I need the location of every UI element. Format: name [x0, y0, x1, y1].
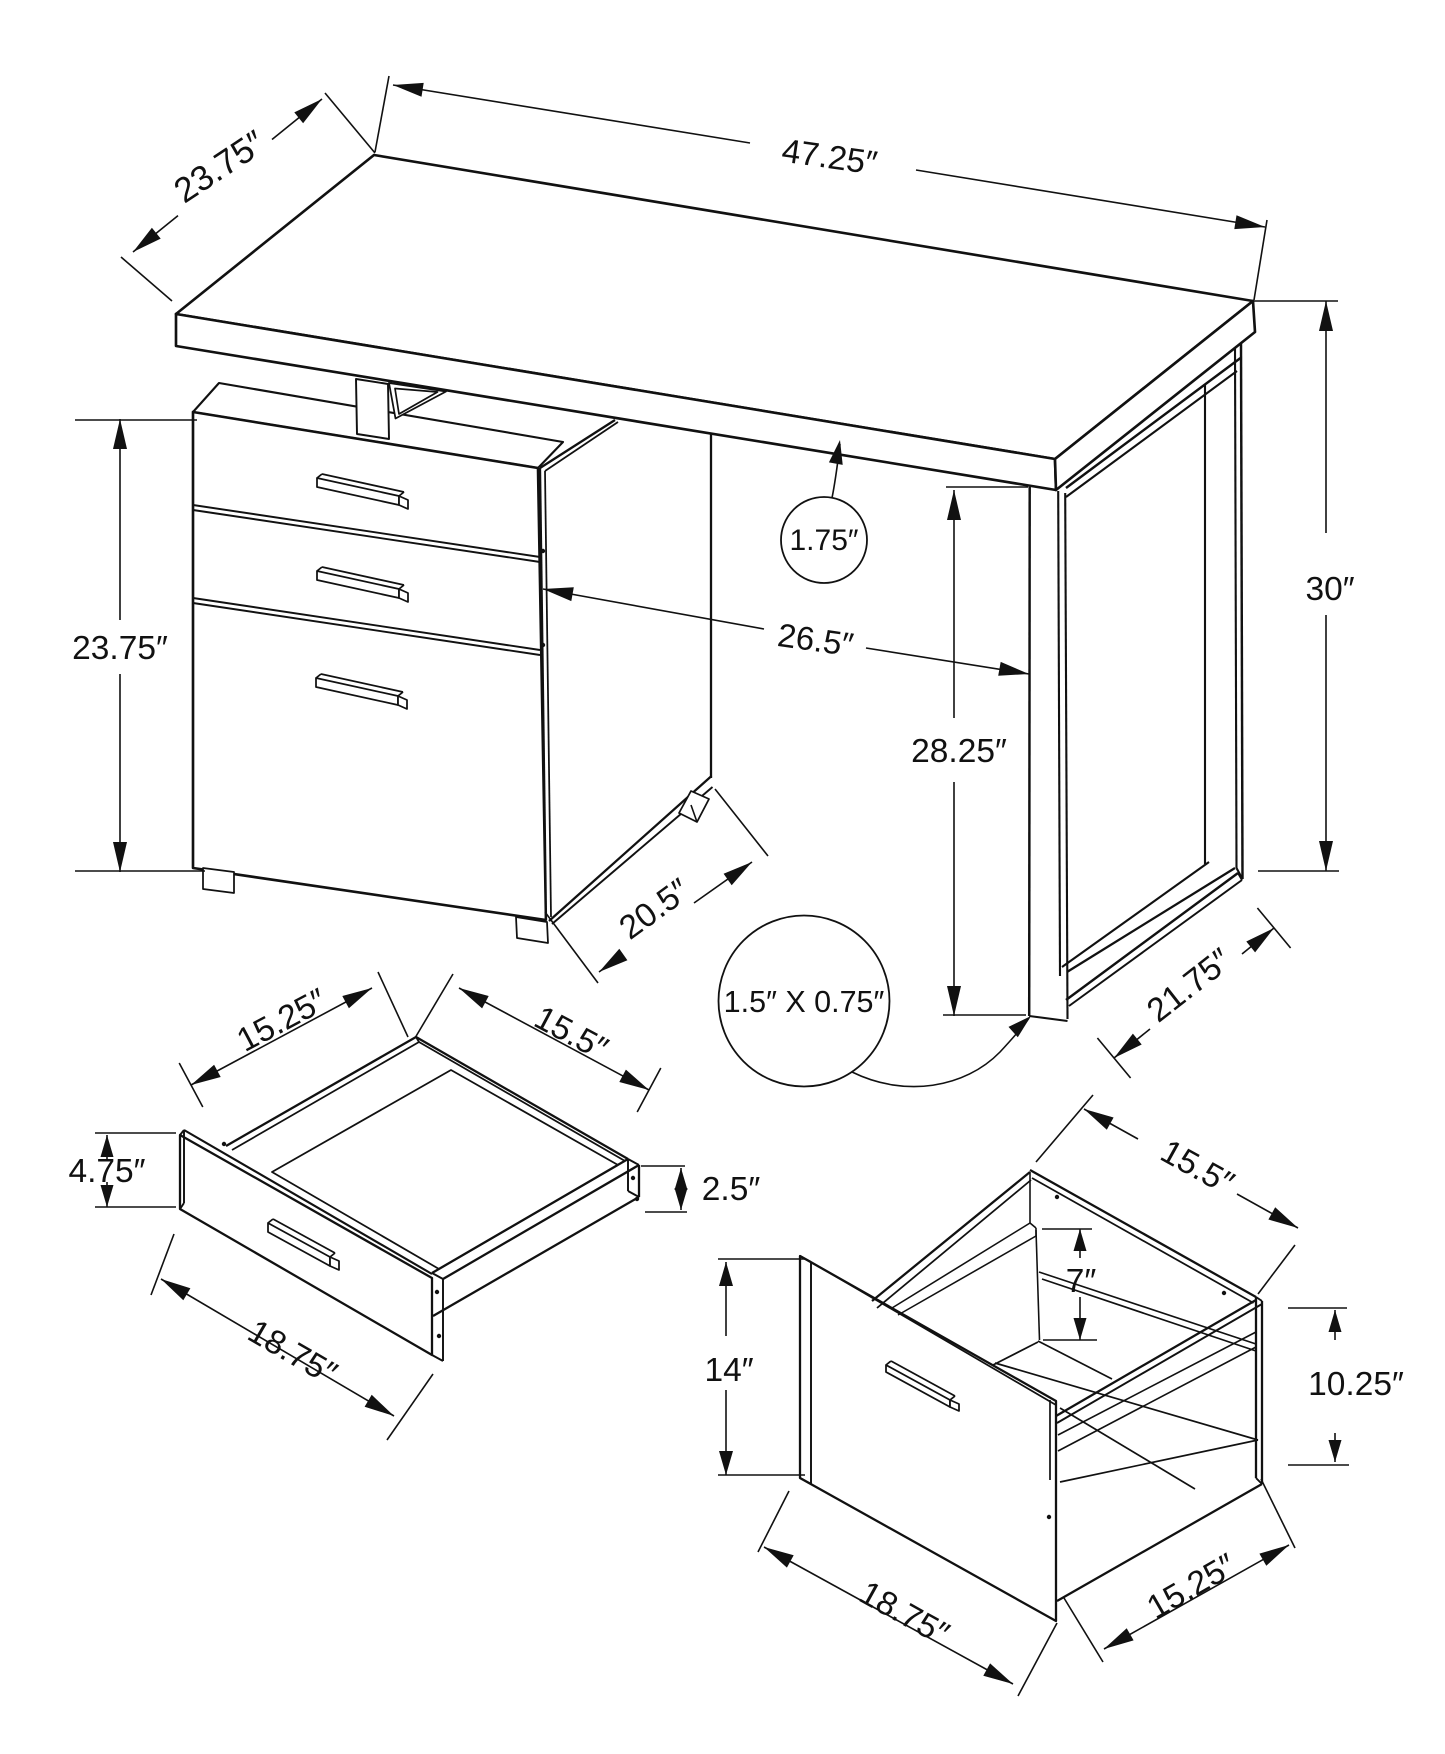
svg-text:14″: 14″ — [704, 1352, 753, 1389]
svg-text:30″: 30″ — [1305, 571, 1354, 608]
svg-text:7″: 7″ — [1066, 1263, 1097, 1300]
svg-text:10.25″: 10.25″ — [1308, 1366, 1404, 1403]
svg-text:23.75″: 23.75″ — [72, 630, 168, 667]
svg-text:1.75″: 1.75″ — [789, 524, 858, 557]
svg-text:2.5″: 2.5″ — [702, 1171, 761, 1208]
svg-text:28.25″: 28.25″ — [911, 733, 1007, 770]
svg-text:4.75″: 4.75″ — [68, 1153, 145, 1190]
svg-text:1.5″ X 0.75″: 1.5″ X 0.75″ — [724, 985, 885, 1019]
